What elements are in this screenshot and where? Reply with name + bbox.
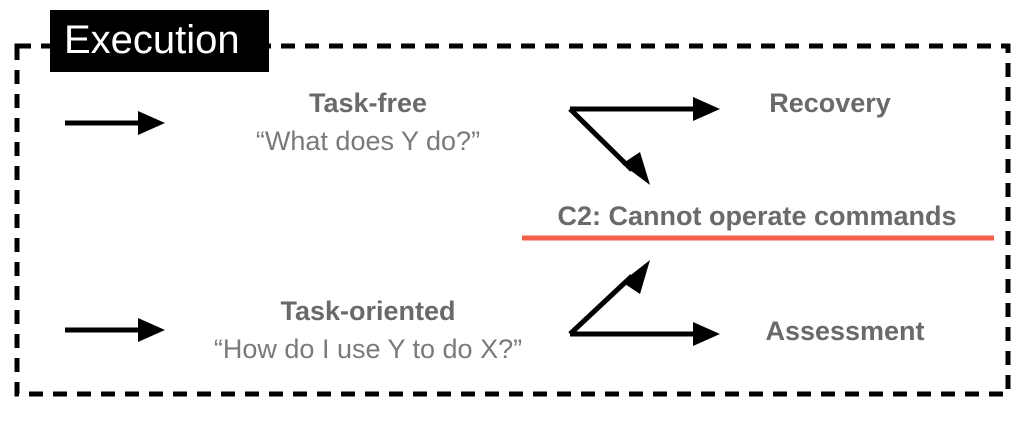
- recovery-label: Recovery: [769, 88, 891, 118]
- execution-title-box: [50, 10, 269, 72]
- execution-title: Execution: [64, 18, 240, 62]
- branch-arrow-to-c2-from-top: [568, 107, 650, 185]
- branch-arrow-to-recovery: [570, 97, 720, 121]
- task-free-label: Task-free: [308, 88, 428, 118]
- task-oriented-label: Task-oriented: [280, 296, 456, 326]
- input-arrow-task-free: [65, 111, 165, 135]
- c2-challenge-label: C2: Cannot operate commands: [557, 201, 957, 231]
- execution-boundary: [14, 43, 1011, 397]
- branch-arrow-to-c2-from-bottom: [568, 260, 650, 336]
- task-oriented-quote: “How do I use Y to do X?”: [213, 334, 523, 364]
- branch-arrow-to-assessment: [570, 322, 720, 346]
- input-arrow-task-oriented: [65, 318, 165, 342]
- task-free-quote: “What does Y do?”: [255, 126, 481, 156]
- assessment-label: Assessment: [765, 316, 925, 346]
